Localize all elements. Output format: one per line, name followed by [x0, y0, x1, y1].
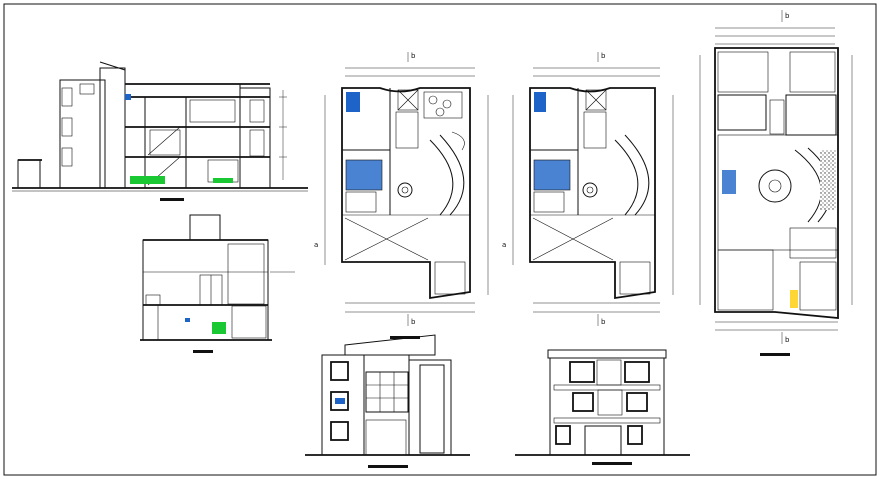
section-transversal	[140, 214, 295, 353]
plan-third-floor: b b	[699, 10, 853, 356]
axis-marker-a: a	[314, 241, 318, 249]
elevation-front	[305, 334, 470, 468]
plan-first-floor-label	[390, 336, 420, 339]
plan-second-floor: b b a	[502, 52, 674, 326]
axis-marker-b: b	[411, 52, 416, 60]
plan-first-floor: b b a	[314, 52, 489, 339]
axis-marker-b-2-bottom: b	[601, 318, 606, 326]
elevation-back	[515, 349, 690, 465]
axis-marker-a-2: a	[502, 241, 506, 249]
section-longitudinal	[12, 61, 308, 201]
section-longitudinal-label	[160, 198, 184, 201]
elevation-back-label	[592, 462, 632, 465]
axis-marker-b-bottom: b	[411, 318, 416, 326]
elevation-front-label	[368, 465, 408, 468]
section-transversal-label	[193, 350, 213, 353]
axis-marker-b-3-bottom: b	[785, 336, 790, 344]
plan-third-floor-label	[760, 353, 790, 356]
sheet-border	[3, 3, 877, 476]
axis-marker-b-3: b	[785, 12, 790, 20]
axis-marker-b-2: b	[601, 52, 606, 60]
